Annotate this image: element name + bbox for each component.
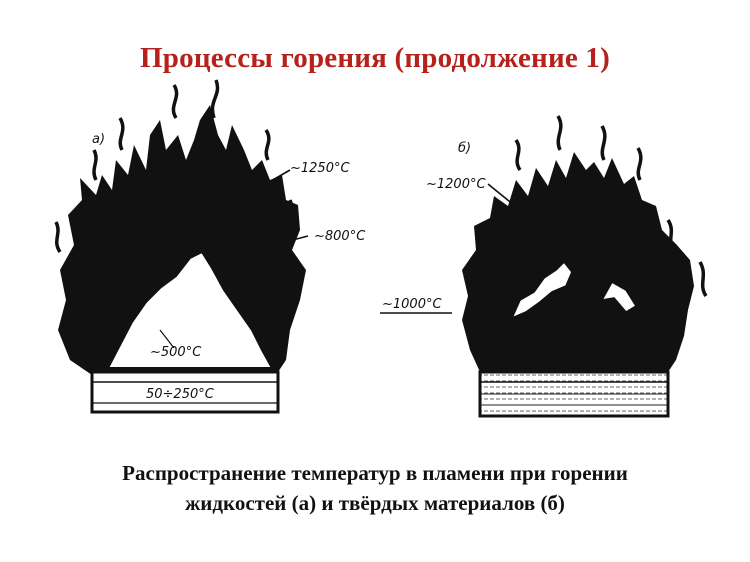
figure-a: а) ~1250°С ~800°С ~500°С 50÷250°С xyxy=(54,79,366,414)
figure-b-label-side: ~1000°С xyxy=(382,297,442,312)
figure-a-label-top: ~1250°С xyxy=(290,161,350,176)
figure-caption: Распространение температур в пламени при… xyxy=(0,458,750,518)
figure-a-liquid-tray xyxy=(90,370,280,414)
figure-a-inner-zone xyxy=(106,250,274,369)
caption-line-2: жидкостей (а) и твёрдых материалов (б) xyxy=(185,491,565,515)
figure-b-label-top: ~1200°С xyxy=(426,177,486,192)
figure-a-label-side: ~800°С xyxy=(314,229,366,244)
figure-b-wisps xyxy=(514,115,708,297)
figure-b-inner-zone xyxy=(510,260,573,320)
figure-b: б) ~1200°С ~1000°С ~900°С xyxy=(380,115,708,418)
figure-b-tag: б) xyxy=(458,141,471,156)
figure-a-wisps xyxy=(54,79,296,253)
slide-title: Процессы горения (продолжение 1) xyxy=(140,42,610,74)
caption-line-1: Распространение температур в пламени при… xyxy=(122,461,628,485)
figure-a-tag: а) xyxy=(92,132,105,147)
figure-b-label-inner: ~900°С xyxy=(562,357,614,372)
figure-a-label-inner: ~500°С xyxy=(150,345,202,360)
figure-a-label-base: 50÷250°С xyxy=(146,387,215,402)
